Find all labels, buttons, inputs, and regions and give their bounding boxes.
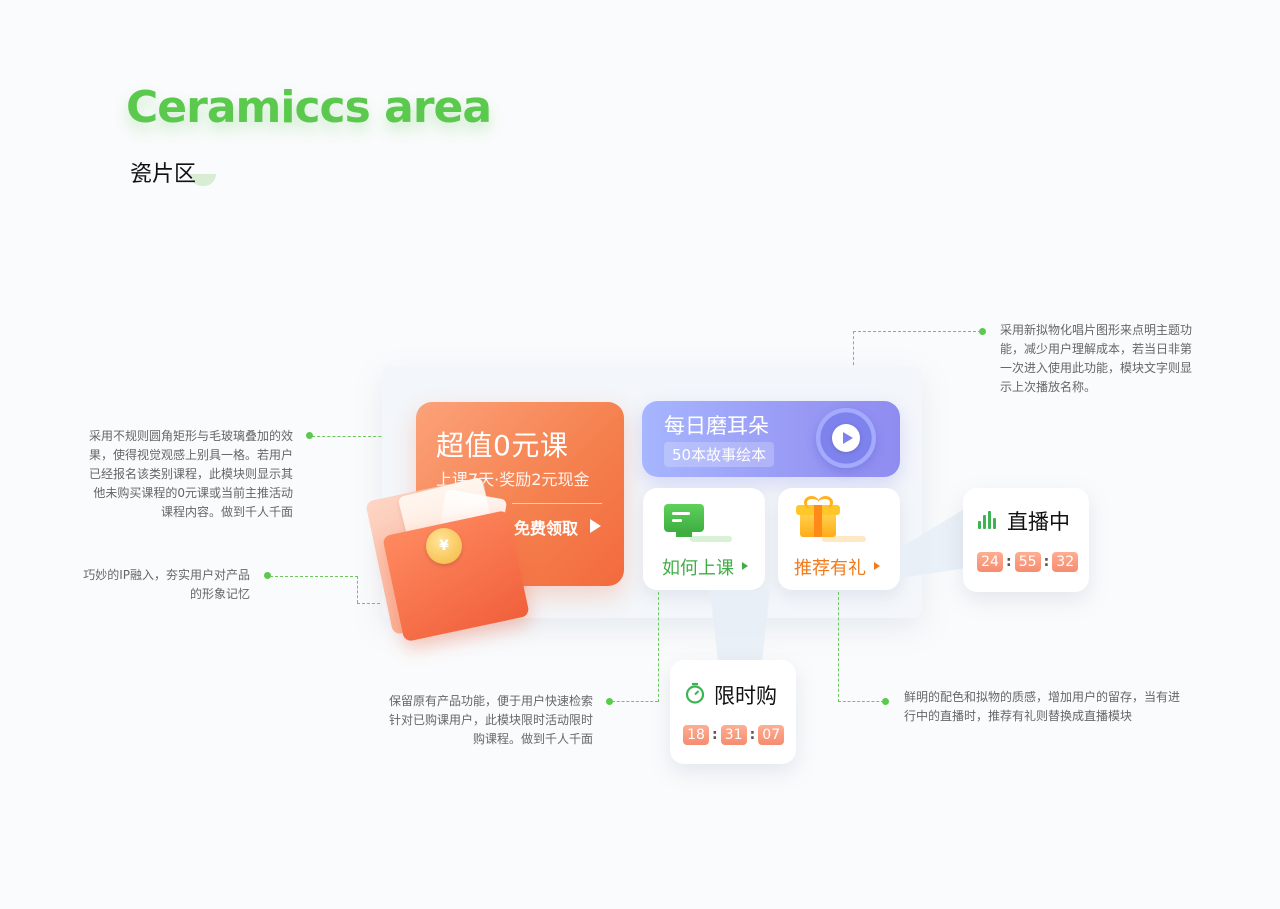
annotation-line: 行中的直播时，推荐有礼则替换成直播模块	[904, 709, 1133, 723]
title-english: Ceramiccs area	[126, 82, 492, 133]
annotation-connector	[270, 576, 358, 577]
board-line	[672, 512, 690, 515]
annotation-dot	[882, 698, 889, 705]
free-claim-button[interactable]: 免费领取	[514, 519, 579, 538]
annotation-bottom-center: 保留原有产品功能，便于用户快速检索 针对已购课用户，此模块限时活动限时 购课程。…	[340, 692, 593, 749]
annotation-line: 保留原有产品功能，便于用户快速检索	[388, 694, 593, 708]
zero-course-title: 超值0元课	[436, 429, 569, 462]
gift-bow	[818, 496, 833, 509]
annotation-line: 的形象记忆	[189, 587, 250, 601]
annotation-connector	[838, 592, 839, 702]
annotation-line: 已经报名该类别课程，此模块则显示其	[88, 467, 293, 481]
annotation-connector	[853, 331, 981, 332]
shadow	[822, 536, 866, 542]
how-to-attend-label: 如何上课	[662, 558, 734, 579]
arrow-right-icon	[874, 562, 880, 570]
annotation-line: 果，使得视觉观感上别具一格。若用户	[88, 448, 293, 462]
annotation-line: 购课程。做到千人千面	[472, 732, 593, 746]
countdown-digit: 55	[1014, 552, 1041, 572]
annotation-left-bottom: 巧妙的IP融入，夯实用户对产品 的形象记忆	[40, 566, 250, 604]
annotation-dot	[264, 572, 271, 579]
countdown-digit: 24	[977, 552, 1003, 572]
flash-sale-card[interactable]	[670, 660, 796, 764]
daily-listening-title: 每日磨耳朵	[664, 414, 769, 438]
annotation-connector	[357, 576, 358, 603]
countdown-digit: 18	[683, 725, 709, 745]
divider	[512, 503, 602, 504]
annotation-top-right: 采用新拟物化唱片图形来点明主题功 能，减少用户理解成本，若当日非第 一次进入使用…	[1000, 321, 1220, 397]
annotation-dot	[606, 698, 613, 705]
annotation-line: 一次进入使用此功能，模块文字则显	[1000, 361, 1193, 375]
leaf-decoration	[190, 174, 216, 186]
daily-listening-subtitle: 50本故事绘本	[664, 442, 775, 467]
countdown-colon: :	[712, 727, 718, 743]
gift-ribbon	[814, 505, 822, 537]
countdown-colon: :	[749, 727, 756, 743]
annotation-connector	[357, 603, 405, 604]
annotation-line: 巧妙的IP融入，夯实用户对产品	[83, 568, 250, 582]
flash-countdown: 18 : 31 : 07	[683, 725, 785, 745]
board-stand	[676, 531, 692, 537]
flash-sale-title: 限时购	[714, 684, 777, 708]
annotation-line: 采用不规则圆角矩形与毛玻璃叠加的效	[88, 429, 293, 443]
annotation-line: 鲜明的配色和拟物的质感，增加用户的留存，当有进	[904, 690, 1181, 704]
referral-gift-label: 推荐有礼	[794, 558, 866, 579]
play-arrow-icon	[590, 519, 601, 533]
board-line	[672, 519, 682, 522]
stopwatch-icon	[685, 682, 705, 704]
annotation-bottom-right: 鲜明的配色和拟物的质感，增加用户的留存，当有进 行中的直播时，推荐有礼则替换成直…	[904, 688, 1224, 726]
countdown-digit: 31	[720, 725, 747, 745]
live-countdown: 24 : 55 : 32	[977, 552, 1079, 572]
countdown-colon: :	[1043, 554, 1050, 570]
gift-bow	[804, 496, 819, 509]
annotation-left-top: 采用不规则圆角矩形与毛玻璃叠加的效 果，使得视觉观感上别具一格。若用户 已经报名…	[40, 427, 293, 522]
annotation-line: 采用新拟物化唱片图形来点明主题功	[1000, 323, 1193, 337]
coin-icon: ¥	[426, 528, 462, 564]
shadow	[690, 536, 732, 542]
live-title: 直播中	[1007, 510, 1070, 534]
title-chinese: 瓷片区	[130, 162, 197, 187]
blackboard-icon	[664, 504, 704, 532]
annotation-connector	[853, 331, 854, 391]
play-icon	[843, 432, 853, 444]
countdown-digit: 07	[758, 725, 785, 745]
countdown-colon: :	[1006, 554, 1012, 570]
live-card[interactable]	[963, 488, 1089, 592]
countdown-digit: 32	[1052, 552, 1079, 572]
connector-funnel	[900, 508, 966, 578]
annotation-connector	[312, 436, 417, 437]
live-bars-icon	[978, 511, 1000, 529]
annotation-line: 针对已购课用户，此模块限时活动限时	[388, 713, 593, 727]
connector-funnel	[710, 590, 770, 662]
annotation-connector	[838, 701, 884, 702]
annotation-line: 课程内容。做到千人千面	[160, 505, 293, 519]
annotation-line: 能，减少用户理解成本，若当日非第	[1000, 342, 1193, 356]
annotation-line: 他未购买课程的0元课或当前主推活动	[93, 486, 293, 500]
arrow-right-icon	[742, 562, 748, 570]
annotation-connector	[612, 701, 658, 702]
annotation-line: 示上次播放名称。	[1000, 380, 1097, 394]
annotation-dot	[306, 432, 313, 439]
annotation-dot	[979, 328, 986, 335]
annotation-connector	[658, 592, 659, 702]
